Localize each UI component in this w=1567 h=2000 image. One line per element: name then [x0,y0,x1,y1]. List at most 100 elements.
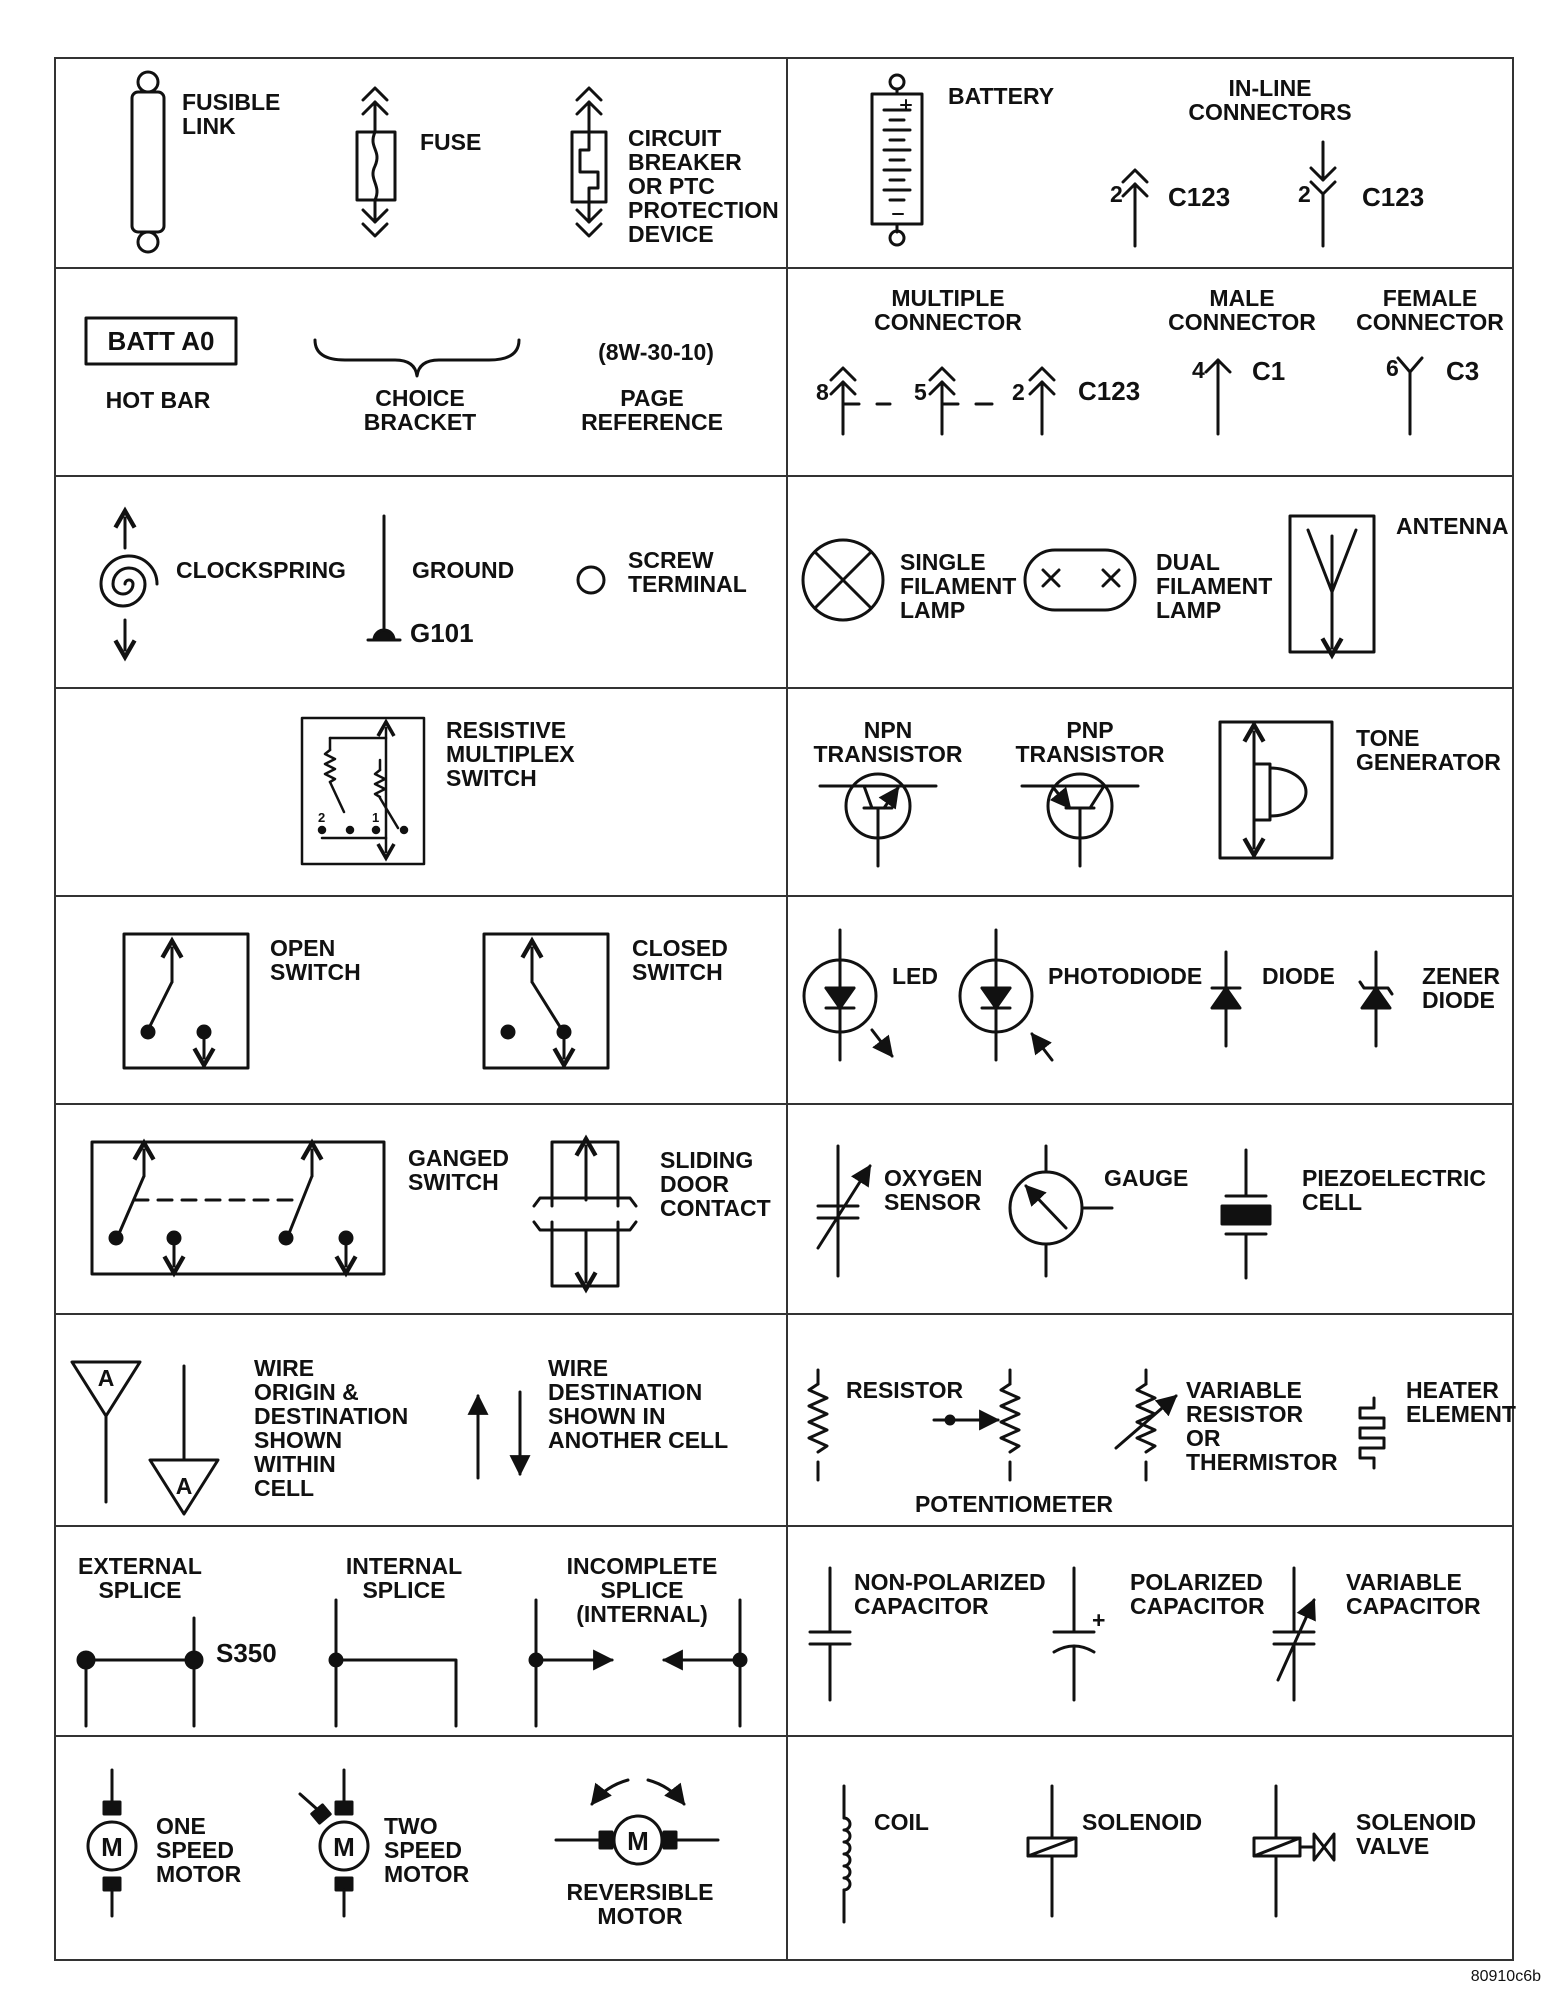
page-ref-code: (8W-30-10) [598,339,714,365]
one-speed-motor-icon [86,1768,138,1918]
figure-reference: 80910c6b [1470,1968,1541,1985]
internal-splice-icon [328,1598,458,1728]
motor-letter-1: M [101,1832,123,1862]
wire-another-cell-icon [467,1390,531,1480]
multi-pin-3: 2 [1012,379,1025,405]
single-filament-lamp-icon [801,538,885,622]
coil-icon [842,1784,852,1924]
open-switch-icon [122,932,250,1070]
closed-switch-icon [482,932,610,1070]
reversible-motor-icon [554,1778,720,1866]
male-pin: 4 [1192,357,1205,383]
label-battery: BATTERY [948,83,1054,109]
multi-pin-1: 8 [816,379,829,405]
label-solenoid: SOLENOID [1082,1809,1202,1835]
choice-bracket-icon [313,338,521,378]
ground-icon [366,514,402,642]
variable-resistor-icon [1114,1368,1178,1482]
screw-terminal-icon [576,565,606,595]
ground-id: G101 [410,618,474,648]
inline-pin-a: 2 [1110,181,1123,207]
inline-pin-b: 2 [1298,181,1311,207]
label-potentiometer: POTENTIOMETER [915,1491,1113,1517]
incomplete-splice-icon [528,1598,748,1728]
multi-pin-2: 5 [914,379,927,405]
splice-id: S350 [216,1638,277,1668]
female-id: C3 [1446,356,1479,386]
pol-plus: + [1092,1607,1105,1633]
zener-diode-icon [1358,950,1394,1048]
non-polarized-capacitor-icon [808,1566,852,1702]
label-hot-bar: HOT BAR [106,387,211,413]
motor-letter-3: M [627,1826,649,1856]
heater-element-icon [1358,1396,1386,1470]
label-ground: GROUND [412,557,514,583]
male-id: C1 [1252,356,1285,386]
inline-id-b: C123 [1362,182,1424,212]
dual-filament-lamp-icon [1023,548,1137,612]
ganged-switch-icon [90,1138,386,1278]
label-gauge: GAUGE [1104,1165,1188,1191]
solenoid-valve-icon [1252,1784,1336,1918]
wire-letter-b: A [176,1473,193,1499]
female-connector-icon [1396,356,1424,436]
diode-icon [1210,950,1242,1048]
npn-transistor-icon [818,772,938,868]
antenna-icon [1288,514,1376,660]
inline-connector-female-icon [1309,140,1337,248]
label-antenna: ANTENNA [1396,513,1508,539]
wire-letter-a: A [98,1365,115,1391]
label-diode: DIODE [1262,963,1335,989]
male-connector-icon [1204,358,1232,436]
female-pin: 6 [1386,355,1399,381]
switch-pos-1: 1 [372,810,379,825]
circuit-breaker-icon [570,86,608,238]
label-photodiode: PHOTODIODE [1048,963,1202,989]
inline-connector-male-icon [1121,168,1149,248]
tone-generator-icon [1218,720,1334,860]
table-grid [54,57,1514,1961]
hot-bar-box [84,316,238,366]
wire-origin-icon [70,1360,142,1504]
label-resistor: RESISTOR [846,1377,964,1403]
solenoid-icon [1026,1784,1078,1918]
label-coil: COIL [874,1809,929,1835]
battery-icon [870,73,924,247]
sliding-door-contact-icon [532,1134,638,1294]
resistor-icon [807,1368,829,1482]
fuse-icon [355,86,397,238]
multi-id: C123 [1078,376,1140,406]
